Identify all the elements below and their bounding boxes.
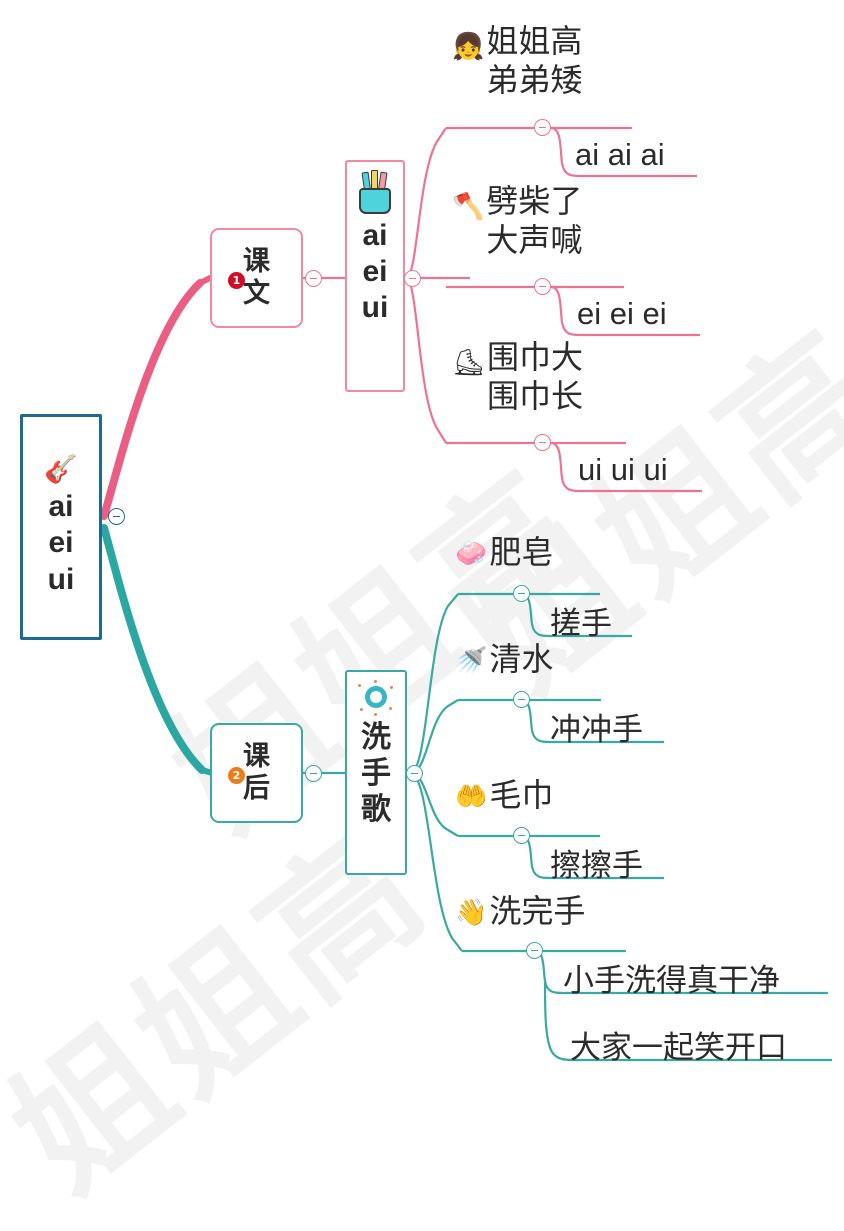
topic-chopping-wood[interactable]: 🪓劈柴了 大声喊 [452,182,582,260]
collapse-toggle-xishouge[interactable] [406,765,423,782]
subtopic-label: ai ai ai [575,136,665,172]
subtopic-ai[interactable]: ai ai ai [575,135,665,173]
minus-icon [310,277,317,280]
connector-layer [100,126,832,1062]
badge-kewen: 1 [228,272,245,289]
collapse-toggle-towel[interactable] [513,827,530,844]
subtopic-ui[interactable]: ui ui ui [578,450,668,488]
subtopic-ei[interactable]: ei ei ei [577,294,667,332]
subject-label-aieiui: ai ei ui [361,219,389,324]
minus-icon [539,126,546,129]
subtopic-wipe-hands[interactable]: 擦擦手 [550,840,643,885]
mindmap-canvas: 姐姐高 姐姐高 姐姐高 [0,22,844,1225]
guitar-icon: 🎸 [44,453,78,484]
subtopic-rinse-hands[interactable]: 冲冲手 [550,704,643,749]
subtopic-label: ei ei ei [577,295,667,331]
subject-node-aieiui[interactable]: ai ei ui [345,160,405,392]
subtopic-label: 冲冲手 [550,712,643,747]
badge-kehou: 2 [228,767,245,784]
subtopic-label: 大家一起笑开口 [570,1030,787,1065]
topic-label: 洗完手 [489,893,586,929]
collapse-toggle-aieiui[interactable] [404,270,421,287]
collapse-toggle-topic-3[interactable] [534,434,551,451]
root-label: ai ei ui [47,489,75,596]
topic-towel[interactable]: 🤲毛巾 [455,770,553,816]
minus-icon [113,515,120,518]
chopping-wood-icon: 🪓 [452,191,485,221]
towel-icon: 🤲 [455,781,488,812]
topic-scarf[interactable]: ⛸围巾大 围巾长 [452,338,583,416]
branch-label-kewen: 课 文 [243,246,270,308]
topic-clean-water[interactable]: 🚿清水 [455,634,553,680]
collapse-toggle-root[interactable] [108,508,125,525]
collapse-toggle-kewen[interactable] [305,270,322,287]
branch-label-kehou: 课 后 [243,741,270,803]
minus-icon [518,834,525,837]
subtopic-clean-hands-line[interactable]: 小手洗得真干净 [563,955,780,1000]
topic-label: 毛巾 [489,777,554,813]
branch-node-kewen[interactable]: 课 文 1 [210,228,303,328]
topic-label: 肥皂 [489,534,554,570]
subtopic-laugh-line[interactable]: 大家一起笑开口 [570,1022,787,1067]
subject-node-xishouge[interactable]: 洗 手 歌 [345,670,407,875]
topic-label: 劈柴了 大声喊 [486,183,583,259]
topic-sister-brother[interactable]: 👧姐姐高 弟弟矮 [452,22,582,100]
minus-icon [531,949,538,952]
subtopic-label: ui ui ui [578,451,668,487]
collapse-toggle-finished-washing[interactable] [526,942,543,959]
topic-finished-washing[interactable]: 👋洗完手 [455,886,585,932]
minus-icon [539,285,546,288]
collapse-toggle-topic-2[interactable] [534,278,551,295]
subtopic-label: 小手洗得真干净 [563,963,780,998]
subject-label-xishouge: 洗 手 歌 [361,721,391,826]
sister-brother-icon: 👧 [452,31,485,61]
subtopic-rub-hands[interactable]: 搓手 [550,598,612,643]
branch-node-kehou[interactable]: 课 后 2 [210,723,303,823]
collapse-toggle-kehou[interactable] [305,765,322,782]
subtopic-label: 搓手 [550,606,612,641]
minus-icon [411,772,418,775]
clean-hand-icon: 👋 [455,897,488,928]
topic-label: 清水 [489,641,554,677]
topic-soap[interactable]: 🧼肥皂 [455,527,553,573]
subtopic-label: 擦擦手 [550,848,643,883]
minus-icon [409,277,416,280]
collapse-toggle-topic-1[interactable] [534,119,551,136]
topic-label: 姐姐高 弟弟矮 [486,23,583,99]
minus-icon [518,592,525,595]
collapse-toggle-clean-water[interactable] [513,691,530,708]
soap-icon: 🧼 [455,538,488,569]
topic-label: 围巾大 围巾长 [487,339,584,415]
scarf-girl-icon: ⛸ [452,347,486,377]
collapse-toggle-soap[interactable] [513,585,530,602]
faucet-water-icon: 🚿 [455,645,488,676]
wash-hands-icon [356,680,396,718]
minus-icon [518,698,525,701]
pencil-cup-icon [356,170,394,216]
minus-icon [539,441,546,444]
root-node[interactable]: 🎸 ai ei ui [20,414,102,640]
minus-icon [310,772,317,775]
